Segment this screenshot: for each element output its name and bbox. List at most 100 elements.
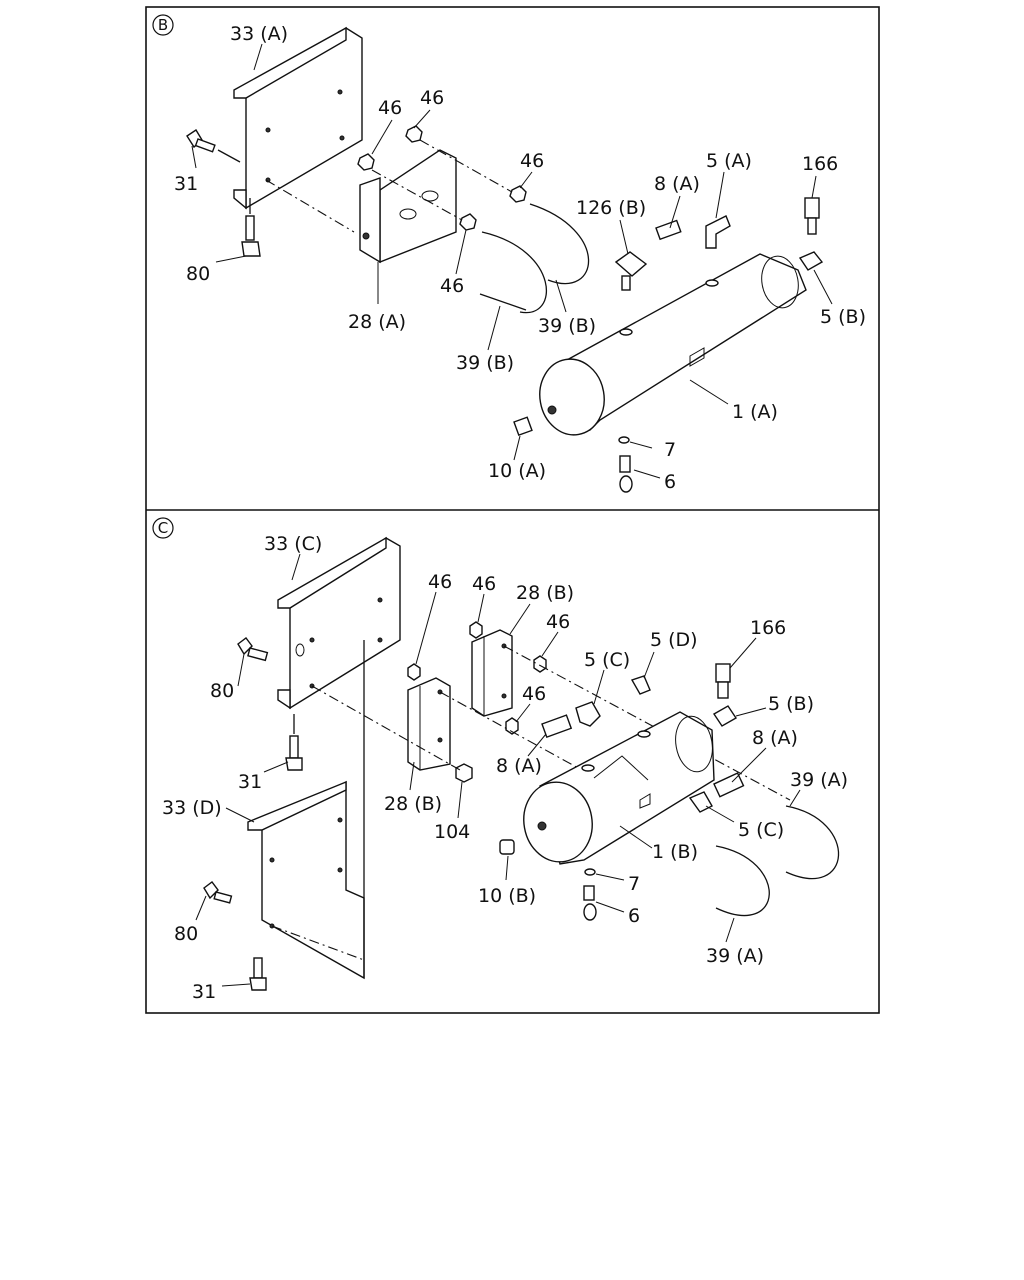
callout-label: 28 (B) xyxy=(384,793,442,815)
callout-label: 46 xyxy=(420,87,444,109)
callout-label: 46 xyxy=(472,573,496,595)
leader xyxy=(715,171,725,219)
callout-label: 31 xyxy=(192,981,216,1003)
leader xyxy=(487,305,501,351)
callout-label: 5 (C) xyxy=(584,649,630,671)
tank-1a xyxy=(539,253,807,444)
nut-46 xyxy=(357,153,375,171)
pipe-39b xyxy=(481,231,548,314)
leader xyxy=(629,441,653,449)
alignment-line xyxy=(265,179,355,233)
bolt-31 xyxy=(285,714,303,771)
callout-label: 33 (A) xyxy=(230,23,288,45)
nut-46 xyxy=(469,621,483,639)
leader xyxy=(527,733,547,757)
leader xyxy=(237,653,245,687)
pipe-39b-end xyxy=(479,293,527,311)
bracket-33a xyxy=(233,26,363,210)
leader xyxy=(705,805,735,823)
leader xyxy=(195,895,207,921)
fitting-8a xyxy=(541,714,573,739)
panel-c-marker xyxy=(152,517,174,539)
callout-label: 31 xyxy=(174,173,198,195)
callout-label: 10 (A) xyxy=(488,460,546,482)
callout-label: 46 xyxy=(378,97,402,119)
callout-label: 166 xyxy=(802,153,838,175)
callout-label: 5 (C) xyxy=(738,819,784,841)
callout-label: 28 (B) xyxy=(516,582,574,604)
callout-label: 8 (A) xyxy=(752,727,798,749)
nut-46 xyxy=(509,185,527,203)
leader xyxy=(371,119,393,155)
valve-6 xyxy=(583,885,597,921)
callout-label: 1 (B) xyxy=(652,841,698,863)
pipe-39a xyxy=(715,845,770,917)
valve-6 xyxy=(619,455,633,493)
leader xyxy=(689,379,729,405)
callout-label: 126 (B) xyxy=(576,197,646,219)
fitting-126b xyxy=(614,251,648,291)
callout-label: 28 (A) xyxy=(348,311,406,333)
fitting-5a xyxy=(705,215,731,249)
callout-label: 7 xyxy=(664,439,676,461)
leader xyxy=(729,637,757,669)
leader xyxy=(409,761,415,791)
leader xyxy=(221,983,251,987)
callout-label: 80 xyxy=(210,680,234,702)
alignment-line xyxy=(503,645,791,801)
callout-label: 46 xyxy=(546,611,570,633)
callout-label: 46 xyxy=(522,683,546,705)
fitting-5b xyxy=(713,705,737,727)
alignment-line xyxy=(311,685,461,771)
callout-label: 7 xyxy=(628,873,640,895)
leader xyxy=(643,651,655,679)
bolt-31 xyxy=(249,957,267,991)
nut-104 xyxy=(455,763,473,783)
leader xyxy=(731,747,767,783)
leader xyxy=(509,603,531,635)
callout-label: 46 xyxy=(440,275,464,297)
bracket-28b xyxy=(407,677,451,771)
bracket-28b xyxy=(471,629,513,717)
leader xyxy=(415,591,437,665)
fitting-8a xyxy=(655,219,682,241)
bolt-80 xyxy=(203,881,233,904)
callout-label: 39 (A) xyxy=(706,945,764,967)
leader xyxy=(725,917,735,943)
callout-label: 80 xyxy=(174,923,198,945)
callout-label: 39 (B) xyxy=(538,315,596,337)
leader xyxy=(225,807,255,823)
leader xyxy=(619,825,653,849)
panel-c: C xyxy=(152,517,848,1003)
panel-c-marker-label: C xyxy=(158,519,168,537)
leader xyxy=(813,269,833,305)
fitting-166 xyxy=(804,197,820,235)
bolt-80 xyxy=(241,198,261,257)
bolt-80 xyxy=(237,637,269,662)
plug-10a xyxy=(513,416,533,437)
alignment-line xyxy=(419,139,513,193)
callout-label: 10 (B) xyxy=(478,885,536,907)
alignment-line xyxy=(371,169,463,221)
callout-label: 5 (D) xyxy=(650,629,698,651)
leader xyxy=(253,43,263,71)
leader xyxy=(191,145,197,169)
callout-label: 39 (A) xyxy=(790,769,848,791)
leader xyxy=(215,255,247,263)
leader xyxy=(619,219,629,255)
leader xyxy=(595,901,625,913)
pipe-39b xyxy=(529,203,590,285)
callout-label: 5 (B) xyxy=(820,306,866,328)
panel-b-marker xyxy=(152,14,174,36)
nut-46 xyxy=(533,655,547,673)
leader xyxy=(811,175,817,199)
leader xyxy=(413,109,431,129)
leader xyxy=(457,781,463,819)
leader xyxy=(513,435,521,461)
callout-label: 8 (A) xyxy=(496,755,542,777)
bolt-31 xyxy=(186,129,241,163)
leader xyxy=(669,195,681,229)
leader xyxy=(633,469,661,479)
callout-label: 33 (D) xyxy=(162,797,222,819)
